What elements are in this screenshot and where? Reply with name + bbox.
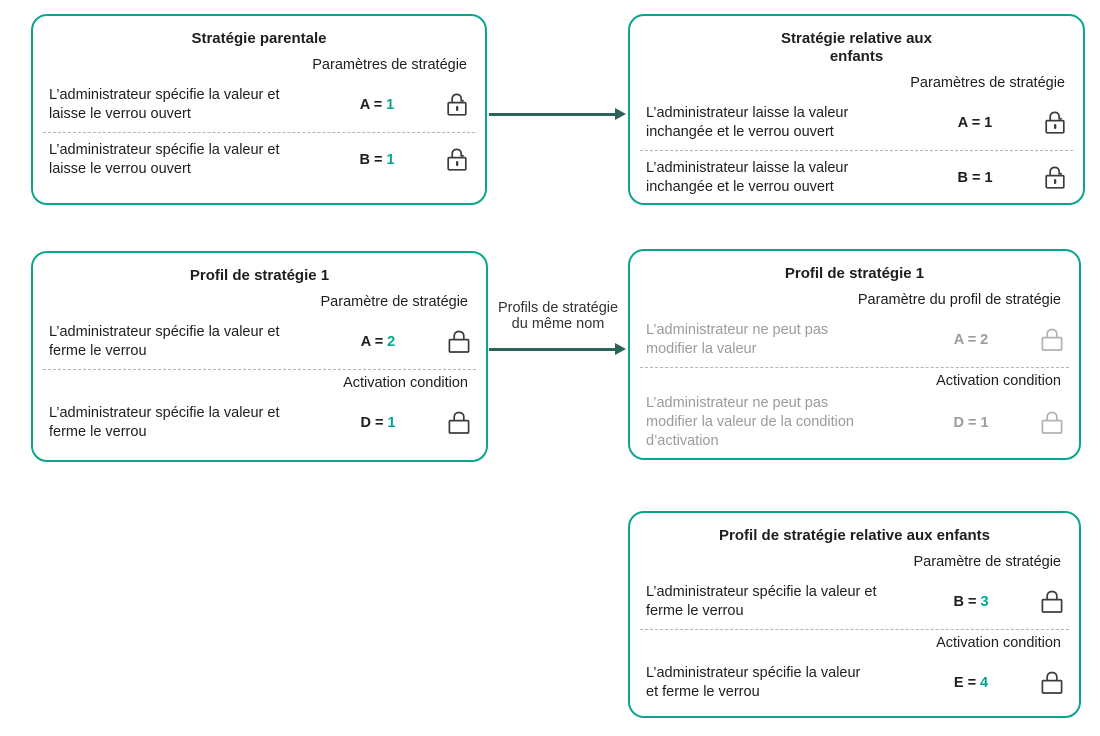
- setting-value: B =3: [923, 594, 1019, 610]
- dashed-divider: [640, 367, 1069, 368]
- inheritance-arrow-profiles: [489, 343, 626, 355]
- setting-value: B =1: [329, 152, 425, 168]
- row-description: L’administrateur spécifie la valeur et f…: [646, 584, 877, 619]
- closed-lock-icon: [448, 330, 470, 353]
- policy-setting-row: L’administrateur laisse la valeur inchan…: [646, 96, 1067, 150]
- box-title: Profil de stratégie relative aux enfants: [719, 527, 990, 544]
- setting-value: E =4: [923, 675, 1019, 691]
- child-policy-box: Stratégie relative aux enfants Paramètre…: [628, 14, 1085, 205]
- lock-cell: [426, 411, 470, 435]
- row-description: L’administrateur spécifie la valeur et f…: [646, 665, 861, 700]
- lock-cell: [425, 93, 469, 117]
- row-description: L’administrateur laisse la valeur inchan…: [646, 105, 849, 140]
- section-header: Activation condition: [343, 375, 468, 391]
- lock-cell: [1019, 328, 1063, 352]
- box-title: Stratégie relative aux enfants: [781, 30, 932, 65]
- setting-number: 1: [980, 414, 989, 431]
- parent-policy-box: Stratégie parentale Paramètres de straté…: [31, 14, 487, 205]
- setting-name: E =: [953, 675, 977, 691]
- setting-value: D =1: [330, 415, 426, 431]
- section-header: Paramètre de stratégie: [320, 294, 469, 310]
- lock-cell: [1019, 671, 1063, 695]
- setting-name: A =: [359, 97, 383, 113]
- setting-name: B =: [359, 152, 383, 168]
- child-policy-profile-box: Profil de stratégie relative aux enfants…: [628, 511, 1081, 718]
- setting-name: B =: [953, 594, 977, 610]
- setting-name: A =: [360, 334, 384, 350]
- lock-cell: [1019, 590, 1063, 614]
- open-lock-icon: [447, 148, 467, 171]
- row-description: L’administrateur spécifie la valeur et l…: [49, 142, 280, 177]
- closed-lock-icon: [1041, 590, 1063, 613]
- policy-setting-row: L’administrateur spécifie la valeur et f…: [49, 315, 470, 369]
- lock-cell: [1023, 166, 1067, 190]
- policy-setting-row-disabled: L’administrateur ne peut pas modifier la…: [646, 394, 1063, 451]
- policy-setting-row: L’administrateur spécifie la valeur et l…: [49, 133, 469, 187]
- lock-cell: [426, 330, 470, 354]
- dashed-divider: [640, 629, 1069, 630]
- row-description: L’administrateur laisse la valeur inchan…: [646, 160, 849, 195]
- section-header: Activation condition: [936, 635, 1061, 651]
- setting-number: 3: [980, 594, 989, 610]
- row-description: L’administrateur spécifie la valeur et f…: [49, 324, 280, 359]
- box-title: Profil de stratégie 1: [189, 267, 330, 284]
- row-description: L’administrateur spécifie la valeur et f…: [49, 405, 280, 440]
- closed-lock-icon: [448, 411, 470, 434]
- section-header: Paramètres de stratégie: [312, 57, 467, 73]
- box-title: Profil de stratégie 1: [784, 265, 925, 282]
- row-description: L’administrateur ne peut pas modifier la…: [646, 322, 829, 357]
- setting-number: 2: [387, 334, 396, 350]
- row-description: L’administrateur spécifie la valeur et l…: [49, 87, 280, 122]
- policy-setting-row-disabled: L’administrateur ne peut pas modifier la…: [646, 313, 1063, 367]
- policy-setting-row: L’administrateur spécifie la valeur et f…: [646, 575, 1063, 629]
- policy-setting-row: L’administrateur spécifie la valeur et f…: [646, 656, 1063, 710]
- setting-value: A =1: [927, 115, 1023, 131]
- dashed-divider: [43, 369, 476, 370]
- dashed-divider: [43, 132, 475, 133]
- setting-number: 1: [386, 152, 395, 168]
- lock-cell: [1023, 111, 1067, 135]
- profiles-arrow-label: Profils de stratégie du même nom: [497, 300, 619, 332]
- setting-name: B =: [957, 170, 981, 186]
- setting-value: A =2: [330, 334, 426, 350]
- row-description: L’administrateur ne peut pas modifier la…: [646, 395, 854, 449]
- setting-name: A =: [957, 115, 981, 131]
- policy-setting-row: L’administrateur spécifie la valeur et f…: [49, 396, 470, 450]
- box-title: Stratégie parentale: [191, 30, 327, 47]
- lock-cell: [1019, 411, 1063, 435]
- inheritance-arrow-top: [489, 108, 626, 120]
- setting-name: D =: [953, 414, 977, 431]
- setting-number: 1: [386, 97, 395, 113]
- section-header: Activation condition: [936, 373, 1061, 389]
- setting-value: B =1: [927, 170, 1023, 186]
- setting-value: A =2: [923, 332, 1019, 348]
- setting-number: 1: [984, 115, 993, 131]
- section-header: Paramètre du profil de stratégie: [857, 292, 1061, 308]
- section-header: Paramètre de stratégie: [913, 554, 1062, 570]
- policy-setting-row: L’administrateur spécifie la valeur et l…: [49, 78, 469, 132]
- policy-setting-row: L’administrateur laisse la valeur inchan…: [646, 151, 1067, 205]
- setting-value: D =1: [923, 415, 1019, 431]
- policy-profile-1-child-box: Profil de stratégie 1 Paramètre du profi…: [628, 249, 1081, 460]
- closed-lock-icon: [1041, 328, 1063, 351]
- setting-name: A =: [953, 332, 977, 348]
- policy-profile-1-parent-box: Profil de stratégie 1 Paramètre de strat…: [31, 251, 488, 462]
- open-lock-icon: [447, 93, 467, 116]
- setting-value: A =1: [329, 97, 425, 113]
- lock-cell: [425, 148, 469, 172]
- open-lock-icon: [1045, 166, 1065, 189]
- setting-number: 1: [387, 415, 396, 431]
- setting-number: 2: [980, 332, 989, 348]
- setting-name: D =: [360, 415, 384, 431]
- section-header: Paramètres de stratégie: [910, 75, 1065, 91]
- setting-number: 4: [980, 675, 989, 691]
- setting-number: 1: [984, 170, 993, 186]
- open-lock-icon: [1045, 111, 1065, 134]
- dashed-divider: [640, 150, 1073, 151]
- closed-lock-icon: [1041, 411, 1063, 434]
- closed-lock-icon: [1041, 671, 1063, 694]
